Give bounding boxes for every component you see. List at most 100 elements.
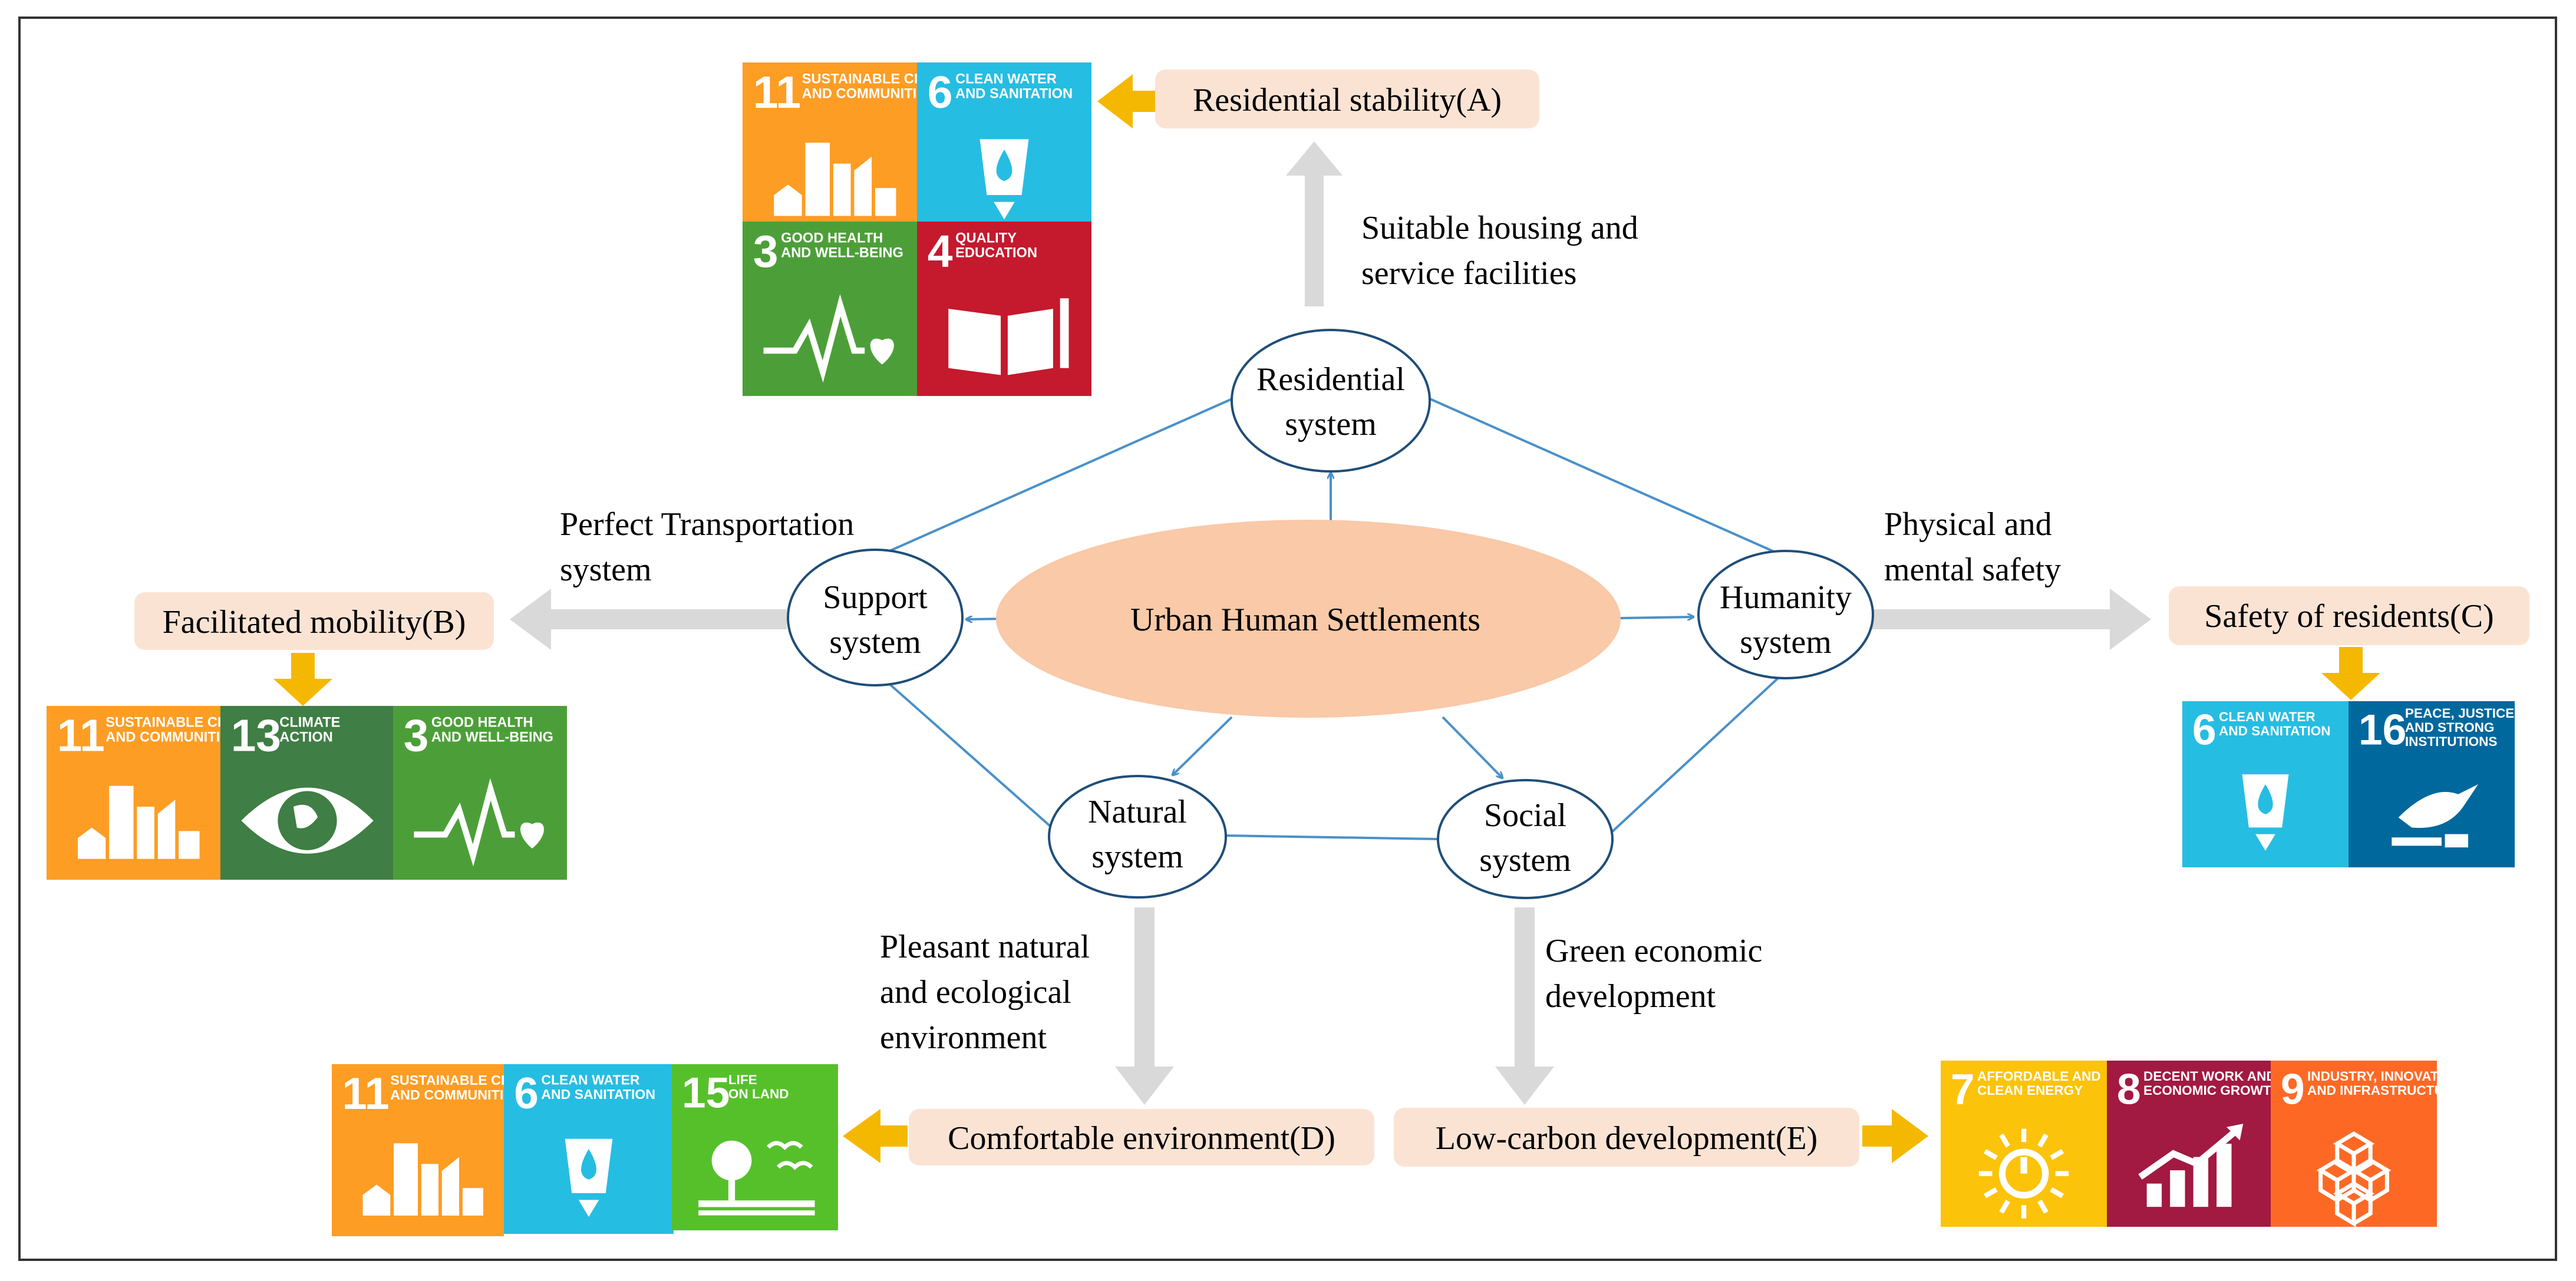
svg-text:Residential stability(A): Residential stability(A) xyxy=(1193,82,1502,118)
water-cup-icon xyxy=(979,139,1029,220)
sdg-11-label-line: AND COMMUNITIES xyxy=(802,87,935,102)
yellow-arrows xyxy=(273,74,2380,1163)
sdg-3-label-line: GOOD HEALTH xyxy=(781,231,883,246)
sdg-15-label-line: LIFE xyxy=(728,1072,757,1087)
sdg-9-number: 9 xyxy=(2281,1065,2305,1113)
sdg-6-number: 6 xyxy=(514,1068,539,1118)
sdg-13-label-line: ACTION xyxy=(279,729,332,745)
sdg-7-number: 7 xyxy=(1951,1065,1975,1113)
heartbeat-icon xyxy=(414,778,544,867)
sdg-4-number: 4 xyxy=(928,226,953,277)
natural-line2: system xyxy=(1091,838,1183,875)
system-residential: Residential system xyxy=(1231,329,1431,473)
outcome-D: Comfortable environment(D) xyxy=(909,1109,1374,1166)
svg-text:Safety of residents(C): Safety of residents(C) xyxy=(2204,598,2493,635)
sdg-3-number: 3 xyxy=(753,226,779,277)
sdg-16-label-line: PEACE, JUSTICE xyxy=(2405,706,2514,721)
sdg-3-background xyxy=(743,222,917,396)
sdg-7-label-line: AFFORDABLE AND xyxy=(1977,1069,2101,1084)
sdg-11-number: 11 xyxy=(342,1069,390,1119)
sdg-11-number: 11 xyxy=(753,67,801,118)
desc-green-1: Green economic xyxy=(1545,933,1762,969)
system-social: Social system xyxy=(1437,779,1614,899)
sdg-4-label-line: QUALITY xyxy=(955,231,1017,246)
support-line2: system xyxy=(829,624,921,661)
desc-safety-2: mental safety xyxy=(1884,552,2061,588)
yellow-arrow-B xyxy=(273,653,332,706)
sdg-6-number: 6 xyxy=(928,67,953,118)
system-humanity: Humanity system xyxy=(1697,550,1874,679)
sdg-9-background xyxy=(2271,1061,2437,1227)
yellow-arrow-C xyxy=(2321,647,2380,700)
yellow-arrow-A xyxy=(1097,74,1155,128)
sdg-13-label-line: CLIMATE xyxy=(279,715,340,730)
arrow-center-to-social xyxy=(1442,716,1502,778)
sdg-16-label-line: AND STRONG xyxy=(2405,720,2495,735)
social-line1: Social xyxy=(1484,797,1566,834)
svg-text:Low-carbon development(E): Low-carbon development(E) xyxy=(1436,1120,1818,1157)
city-buildings-icon xyxy=(774,143,896,216)
desc-housing-1: Suitable housing and xyxy=(1361,210,1638,246)
sdg-8-label-line: DECENT WORK AND xyxy=(2143,1069,2276,1084)
sdg-6-number: 6 xyxy=(2192,705,2217,754)
desc-transport-2: system xyxy=(560,552,652,588)
sdg-9-label-line: INDUSTRY, INNOVATION xyxy=(2307,1069,2462,1084)
desc-natural-2: and ecological xyxy=(880,974,1071,1011)
desc-natural-3: environment xyxy=(880,1019,1047,1056)
city-buildings-icon xyxy=(362,1143,483,1216)
sdg-6-label-line: CLEAN WATER xyxy=(2219,709,2316,724)
grey-arrow-up xyxy=(1286,141,1343,306)
desc-transport-1: Perfect Transportation xyxy=(560,506,854,543)
system-support: Support system xyxy=(787,549,964,686)
arrow-center-to-humanity xyxy=(1619,617,1693,618)
center-label: Urban Human Settlements xyxy=(1130,602,1480,638)
edge-social-humanity xyxy=(1611,676,1780,833)
sdg-15-label-line: ON LAND xyxy=(728,1087,789,1101)
desc-safety-1: Physical and xyxy=(1884,506,2052,543)
sdg-11-number: 11 xyxy=(57,711,105,761)
support-line1: Support xyxy=(823,579,928,616)
center-arrows xyxy=(967,473,1693,778)
outcome-B: Facilitated mobility(B) xyxy=(134,592,494,650)
sdg-8-number: 8 xyxy=(2117,1065,2141,1113)
grey-arrow-right xyxy=(1871,589,2151,650)
book-icon xyxy=(948,298,1069,375)
edge-support-natural xyxy=(881,676,1062,837)
sdg-8-label-line: ECONOMIC GROWTH xyxy=(2143,1083,2281,1098)
sdg-3-label-line: AND WELL-BEING xyxy=(781,246,903,261)
sdg-7-label-line: CLEAN ENERGY xyxy=(1977,1083,2083,1098)
desc-housing-2: service facilities xyxy=(1361,255,1576,292)
sdg-7-background xyxy=(1941,1061,2107,1227)
sdg-16-label-line: INSTITUTIONS xyxy=(2405,734,2498,749)
dove-gavel-icon xyxy=(2392,784,2478,848)
residential-line2: system xyxy=(1285,406,1377,443)
heartbeat-icon xyxy=(763,294,894,383)
sdg-6-label-line: CLEAN WATER xyxy=(955,72,1057,87)
grey-arrow-down-left xyxy=(1115,907,1174,1105)
tree-birds-icon xyxy=(698,1140,815,1216)
sdg-6-label-line: CLEAN WATER xyxy=(541,1072,640,1088)
svg-text:Facilitated mobility(B): Facilitated mobility(B) xyxy=(163,604,466,640)
sdg-11-label-line: AND COMMUNITIES xyxy=(105,729,238,745)
edge-natural-social xyxy=(1225,834,1439,840)
water-cup-icon xyxy=(2242,774,2289,851)
grey-arrow-left xyxy=(510,589,787,650)
cubes-icon xyxy=(2316,1131,2392,1227)
natural-line1: Natural xyxy=(1088,794,1187,830)
sdg-4-label-line: EDUCATION xyxy=(955,246,1037,261)
edge-support-residential xyxy=(886,397,1235,553)
sdg-6-label-line: AND SANITATION xyxy=(2219,724,2331,738)
